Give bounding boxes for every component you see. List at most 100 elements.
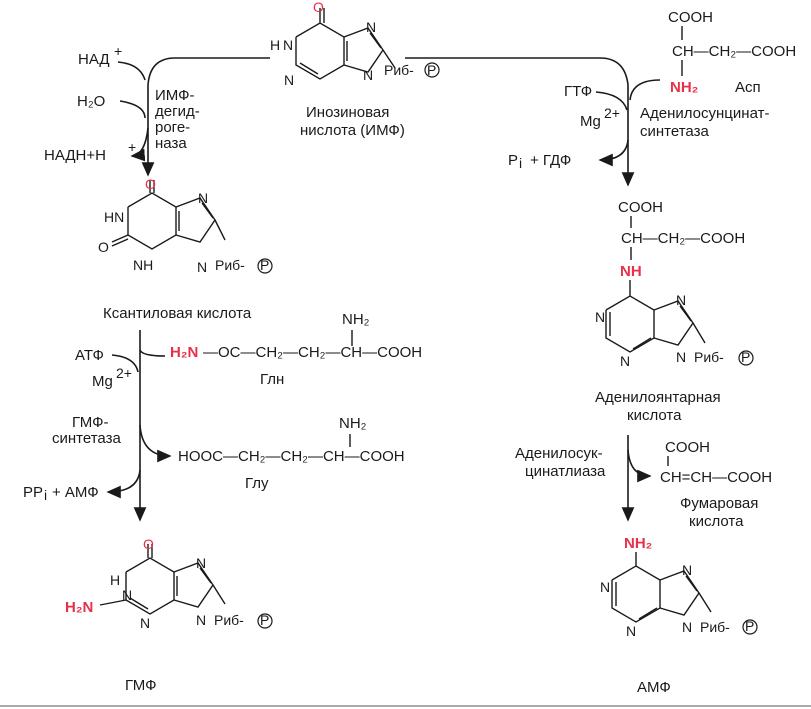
- fum-chain: CH=CH—COOH: [660, 469, 772, 486]
- aspartate-molecule: COOH CH—CH₂—COOH NH₂ Асп: [668, 9, 796, 96]
- xmp-ribose: Риб-: [215, 257, 245, 273]
- amp-nh2: NH₂: [624, 535, 652, 552]
- gmp-n2: N: [140, 615, 150, 631]
- sa-phosphate: P: [741, 349, 750, 365]
- glu-out-curve: [139, 424, 172, 463]
- enzyme-gmps-2: синтетаза: [52, 430, 121, 447]
- pi-label: P: [508, 152, 518, 169]
- gmp-n3: N: [196, 555, 206, 571]
- gmp-h2n: H₂N: [65, 599, 93, 616]
- imp-n1: N: [283, 37, 293, 53]
- enzyme-impdh-3: роге-: [155, 119, 190, 136]
- xmp-name: Ксантиловая кислота: [103, 305, 252, 322]
- imp-n3: N: [366, 19, 376, 35]
- adenylosuccinate-synthetase-step: ГТФ Mg 2+ Аденилосунцинат- синтетаза P i…: [508, 83, 769, 171]
- water-in-curve: [119, 100, 146, 119]
- adenylosuccinate-lyase-step: Аденилосук- цинатлиаза: [515, 445, 652, 483]
- glu-nh2: NH₂: [339, 415, 367, 432]
- glutamate-molecule: NH₂ HOOC—CH₂—CH₂—CH—COOH Глу: [178, 415, 405, 492]
- imp-n2: N: [284, 72, 294, 88]
- sa-n3: N: [676, 292, 686, 308]
- enzyme-impdh-1: ИМФ-: [155, 87, 195, 104]
- gtp-in-curve: [595, 91, 628, 111]
- water-label: H₂O: [77, 93, 105, 110]
- asp-nh2: NH₂: [670, 79, 698, 96]
- imp-name-1: Инозиновая: [306, 104, 389, 121]
- amp-phosphate: P: [745, 618, 754, 634]
- sa-n4: N: [676, 349, 686, 365]
- nadh-plus: +: [128, 139, 136, 155]
- gdp-out-curve: [598, 139, 629, 167]
- imp-name-2: нислота (ИМФ): [300, 122, 405, 139]
- amp-molecule: NH₂ N N N N Риб- P АМФ: [600, 535, 758, 696]
- mg-label-right: Mg: [580, 113, 601, 130]
- enzyme-adsl-2: цинатлиаза: [525, 463, 606, 480]
- ppi-label: PP: [23, 484, 43, 501]
- fum-cooh: COOH: [665, 439, 710, 456]
- glu-name: Глу: [245, 475, 269, 492]
- sa-n2: N: [620, 353, 630, 369]
- asp-cooh-top: COOH: [668, 9, 713, 26]
- xanthylic-acid-molecule: O HN O NH N N Риб- P Ксантиловая кислота: [98, 176, 273, 322]
- gln-h2n: H₂N: [170, 344, 198, 361]
- sa-n1: N: [595, 309, 605, 325]
- mg-sup-right: 2+: [604, 105, 620, 121]
- fum-name-1: Фумаровая: [680, 495, 758, 512]
- atp-label: АТФ: [75, 347, 104, 364]
- imp-ribose: Риб-: [384, 62, 414, 78]
- sa-nh: NH: [620, 263, 642, 280]
- mg-label-left: Mg: [92, 373, 113, 390]
- gln-in-curve: [139, 349, 166, 357]
- xmp-n2: N: [197, 259, 207, 275]
- imp-phosphate: P: [427, 62, 436, 78]
- xmp-n1: N: [198, 190, 208, 206]
- nad-plus: +: [114, 43, 122, 59]
- fumarate-out-curve: [627, 449, 652, 483]
- sa-name-1: Аденилоянтарная: [595, 389, 721, 406]
- xmp-oxygen-top: O: [145, 176, 156, 192]
- xmp-hn: HN: [104, 209, 124, 225]
- gln-chain: —OC—CH₂—CH₂—CH—COOH: [203, 344, 422, 361]
- gln-nh2: NH₂: [342, 311, 370, 328]
- enzyme-adsl-1: Аденилосук-: [515, 445, 603, 462]
- xmp-phosphate: P: [260, 257, 269, 273]
- nadh-out-curve: [130, 127, 149, 162]
- sa-name-2: кислота: [627, 407, 682, 424]
- sa-ribose: Риб-: [694, 349, 724, 365]
- gmp-synthetase-step: АТФ Mg 2+ ГМФ- синтетаза PP i + АМФ: [23, 347, 172, 503]
- xmp-oxygen-bottom: O: [98, 239, 109, 255]
- gmp-molecule: O H N H₂N N N N Риб- P ГМФ: [65, 536, 273, 694]
- enzyme-adss-1: Аденилосунцинат-: [640, 105, 769, 122]
- enzyme-gmps-1: ГМФ-: [72, 414, 109, 431]
- enzyme-impdh-2: дегид-: [155, 103, 200, 120]
- sa-cooh: COOH: [618, 199, 663, 216]
- asp-label: Асп: [735, 79, 761, 96]
- imp-h: H: [270, 37, 280, 53]
- gmp-h: H: [110, 572, 120, 588]
- sa-ch-line: CH—CH₂—COOH: [621, 230, 745, 247]
- mg-sup-left: 2+: [116, 365, 132, 381]
- adenylosuccinate-molecule: COOH CH—CH₂—COOH NH N N N N Риб- P Адени…: [595, 199, 754, 424]
- arrow-imp-to-xmp: [141, 57, 270, 177]
- nadh-label: НАДН+Н: [44, 147, 106, 164]
- nad-in-curve: [117, 61, 146, 81]
- amp-out-label: + АМФ: [52, 484, 99, 501]
- asp-in-curve: [629, 79, 661, 101]
- pi-sub: i: [519, 155, 522, 171]
- amp-name: АМФ: [637, 679, 671, 696]
- fum-name-2: кислота: [689, 513, 744, 530]
- gmp-name: ГМФ: [125, 677, 157, 694]
- amp-n2: N: [626, 623, 636, 639]
- imp-dehydrogenase-step: НАД + H₂O НАДН+Н + ИМФ- дегид- роге- наз…: [44, 43, 200, 164]
- enzyme-impdh-4: наза: [155, 135, 187, 152]
- gmp-oxygen: O: [143, 536, 154, 552]
- nad-label: НАД: [78, 51, 110, 68]
- fumarate-molecule: COOH CH=CH—COOH Фумаровая кислота: [660, 439, 772, 530]
- imp-molecule: O H N N N N Риб- P Инозиновая нислота (И…: [270, 0, 440, 139]
- gmp-phosphate: P: [260, 612, 269, 628]
- asp-ch-line: CH—CH₂—COOH: [672, 43, 796, 60]
- ppi-out-curve: [106, 469, 141, 499]
- amp-ribose: Риб-: [700, 619, 730, 635]
- imp-n4: N: [363, 67, 373, 83]
